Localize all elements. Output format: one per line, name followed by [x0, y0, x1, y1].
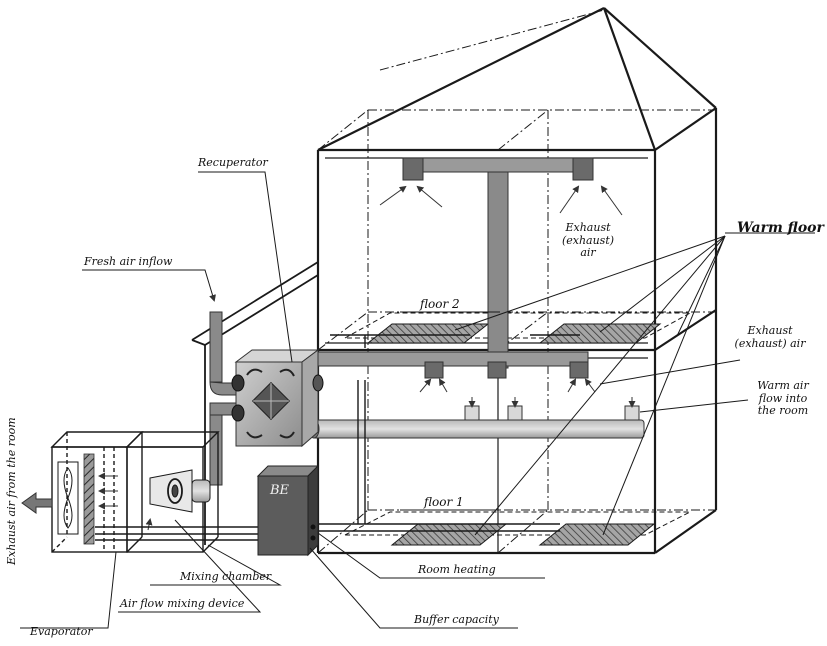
- label-exhaust-air-from-room: Exhaust air from the room: [5, 417, 18, 565]
- fresh-air-duct: [209, 311, 241, 486]
- exhaust-air-arrows: [379, 185, 623, 393]
- label-evaporator: Evaporator: [30, 625, 93, 638]
- label-air-flow-mixing-device: Air flow mixing device: [120, 597, 245, 610]
- exhaust-arrows-small: [98, 472, 153, 531]
- label-warm-floor: Warm floor: [737, 220, 824, 236]
- exhaust-duct-floor1: [317, 351, 589, 379]
- floor-slabs: [343, 312, 692, 536]
- label-exhaust-air-upper: Exhaust (exhaust) air: [558, 221, 618, 260]
- warm-floor-panels: [366, 323, 662, 546]
- label-room-heating: Room heating: [418, 563, 496, 576]
- label-recuperator: Recuperator: [198, 156, 268, 169]
- label-mixing-chamber: Mixing chamber: [180, 570, 272, 583]
- label-exhaust-air-side-line1: Exhaust: [747, 324, 793, 337]
- house-frame: [316, 7, 718, 555]
- label-warm-air-flow: Warm air flow into the room: [748, 379, 818, 418]
- label-warm-air-flow-line3: the room: [757, 404, 809, 418]
- label-exhaust-air-side-line2: (exhaust) air: [734, 336, 806, 350]
- heating-pipes: [312, 334, 580, 532]
- evaporator-fan-icon: [57, 461, 79, 535]
- label-exhaust-air-upper-line3: air: [580, 246, 596, 260]
- label-buffer-capacity: Buffer capacity: [414, 613, 499, 626]
- label-floor-1: floor 1: [424, 495, 464, 509]
- label-fresh-air-inflow: Fresh air inflow: [84, 255, 173, 268]
- recuperator-unit: [231, 349, 324, 448]
- label-exhaust-air-upper-line1: Exhaust: [565, 221, 611, 234]
- label-warm-air-flow-line2: flow into: [758, 391, 808, 405]
- label-exhaust-air-upper-line2: (exhaust): [561, 233, 615, 247]
- exhaust-outlet-arrow: [21, 492, 53, 514]
- label-exhaust-air-side: Exhaust (exhaust) air: [730, 324, 810, 350]
- label-be-unit: BE: [270, 483, 290, 498]
- label-warm-air-flow-line1: Warm air: [757, 379, 809, 392]
- supply-duct: [308, 397, 645, 439]
- label-floor-2: floor 2: [420, 297, 460, 311]
- buffer-capacity-tank: [256, 464, 320, 557]
- air-flow-mixing-device: [149, 469, 211, 513]
- house-hidden-lines: [317, 9, 716, 554]
- leader-lines: [20, 171, 815, 629]
